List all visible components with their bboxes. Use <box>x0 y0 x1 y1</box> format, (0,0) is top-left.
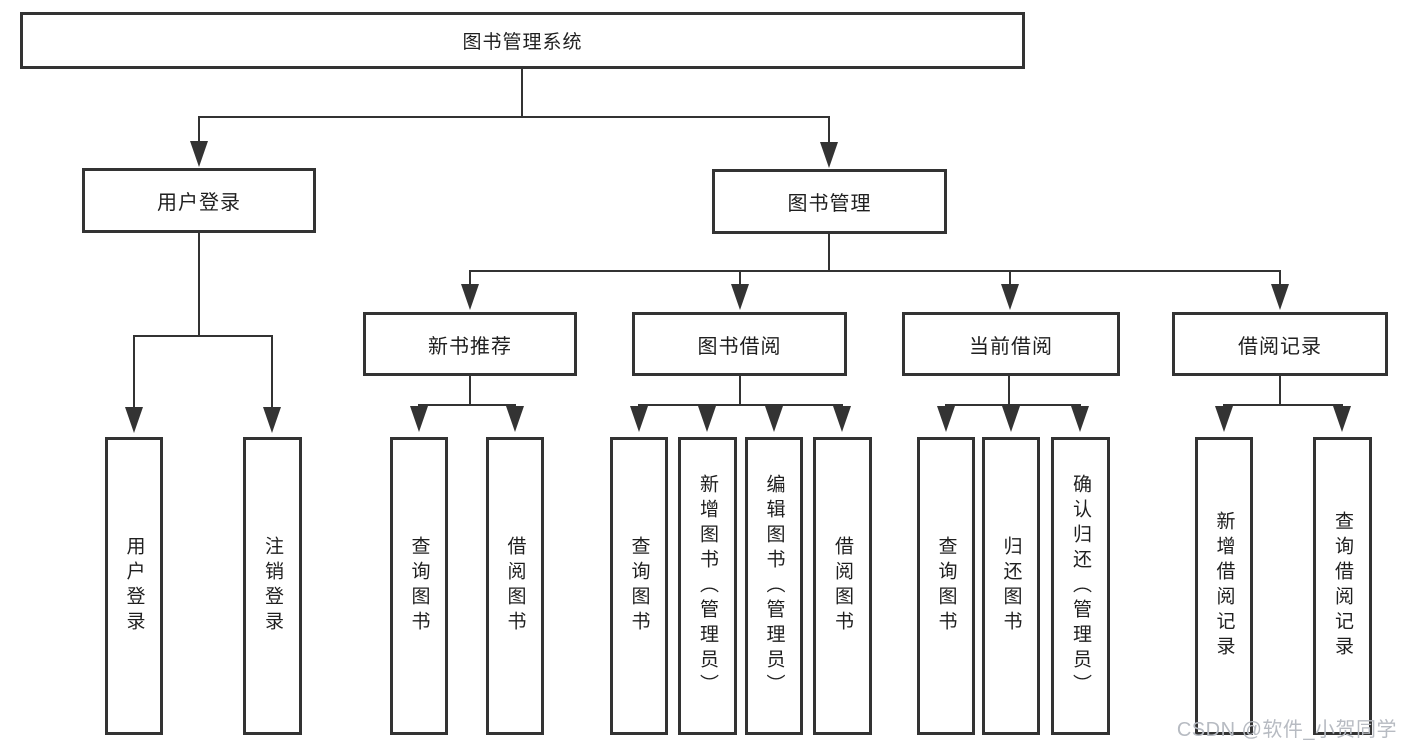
arrow-down-icon <box>731 284 749 310</box>
leaf-logout: 注销登录 <box>243 437 302 735</box>
arrow-down-icon <box>1333 406 1351 432</box>
node-book-management: 图书管理 <box>712 169 947 234</box>
arrow-down-icon <box>1071 406 1089 432</box>
node-label: 当前借阅 <box>969 335 1053 358</box>
node-label: 借阅记录 <box>1238 335 1322 358</box>
arrow-down-icon <box>630 406 648 432</box>
connector-line <box>469 376 471 406</box>
connector-line <box>198 116 830 118</box>
connector-line <box>1009 270 1011 286</box>
arrow-down-icon <box>263 407 281 433</box>
connector-line <box>469 270 471 286</box>
leaf-return-book: 归还图书 <box>982 437 1040 735</box>
leaf-label: 确认归还（管理员） <box>1070 473 1091 699</box>
connector-line <box>828 116 830 143</box>
connector-line <box>271 335 273 408</box>
node-label: 图书管理 <box>787 193 872 215</box>
connector-line <box>198 233 200 336</box>
arrow-down-icon <box>190 141 208 167</box>
leaf-borrow-books: 借阅图书 <box>813 437 872 735</box>
leaf-borrow-books-recommend: 借阅图书 <box>486 437 544 735</box>
leaf-label: 编辑图书（管理员） <box>763 473 785 699</box>
leaf-label: 注销登录 <box>262 536 283 636</box>
arrow-down-icon <box>410 406 428 432</box>
leaf-add-borrow-record: 新增借阅记录 <box>1195 437 1253 735</box>
connector-line <box>521 69 523 117</box>
connector-line <box>739 376 741 406</box>
leaf-label: 查询图书 <box>408 536 430 636</box>
leaf-label: 新增借阅记录 <box>1213 511 1235 661</box>
arrow-down-icon <box>1215 406 1233 432</box>
leaf-confirm-return-admin: 确认归还（管理员） <box>1051 437 1110 735</box>
arrow-down-icon <box>698 406 716 432</box>
connector-line <box>1008 376 1010 406</box>
connector-line <box>945 404 1081 406</box>
connector-line <box>133 335 135 408</box>
arrow-down-icon <box>506 406 524 432</box>
arrow-down-icon <box>937 406 955 432</box>
node-new-book-recommendation: 新书推荐 <box>363 312 577 376</box>
leaf-label: 归还图书 <box>1000 536 1022 636</box>
leaf-label: 查询借阅记录 <box>1332 511 1353 661</box>
arrow-down-icon <box>1001 284 1019 310</box>
node-label: 新书推荐 <box>428 335 512 358</box>
node-label: 图书借阅 <box>697 335 782 358</box>
arrow-down-icon <box>833 406 851 432</box>
node-label: 图书管理系统 <box>462 32 583 53</box>
arrow-down-icon <box>125 407 143 433</box>
leaf-label: 用户登录 <box>123 536 145 636</box>
arrow-down-icon <box>765 406 783 432</box>
connector-line <box>1279 376 1281 406</box>
leaf-query-books-borrowing: 查询图书 <box>610 437 668 735</box>
node-borrowing-records: 借阅记录 <box>1172 312 1388 376</box>
connector-line <box>1279 270 1281 286</box>
node-label: 用户登录 <box>157 192 241 214</box>
connector-line <box>828 234 830 272</box>
connector-line <box>469 270 1281 272</box>
connector-line <box>638 404 843 406</box>
connector-line <box>418 404 516 406</box>
leaf-add-book-admin: 新增图书（管理员） <box>678 437 737 735</box>
connector-line <box>198 116 200 143</box>
leaf-edit-book-admin: 编辑图书（管理员） <box>745 437 803 735</box>
connector-line <box>133 335 273 337</box>
leaf-label: 新增图书（管理员） <box>697 473 718 699</box>
node-user-login: 用户登录 <box>82 168 316 233</box>
node-library-management-system: 图书管理系统 <box>20 12 1025 69</box>
connector-line <box>739 270 741 286</box>
leaf-query-borrow-record: 查询借阅记录 <box>1313 437 1372 735</box>
connector-line <box>1223 404 1343 406</box>
node-book-borrowing: 图书借阅 <box>632 312 847 376</box>
leaf-label: 查询图书 <box>935 536 957 636</box>
leaf-label: 借阅图书 <box>504 536 526 636</box>
arrow-down-icon <box>1271 284 1289 310</box>
arrow-down-icon <box>1002 406 1020 432</box>
leaf-label: 借阅图书 <box>832 536 853 636</box>
leaf-user-login: 用户登录 <box>105 437 163 735</box>
leaf-query-books-current: 查询图书 <box>917 437 975 735</box>
node-current-borrowing: 当前借阅 <box>902 312 1120 376</box>
leaf-query-books-recommend: 查询图书 <box>390 437 448 735</box>
arrow-down-icon <box>820 142 838 168</box>
arrow-down-icon <box>461 284 479 310</box>
leaf-label: 查询图书 <box>628 536 650 636</box>
